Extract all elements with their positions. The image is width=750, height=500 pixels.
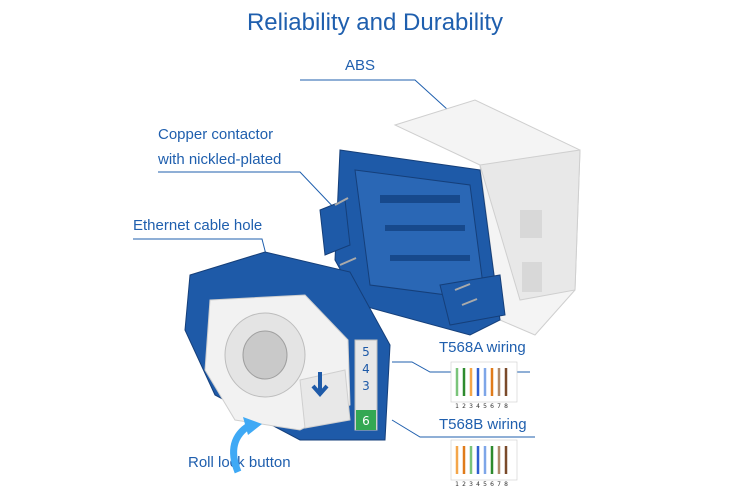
pin-number: 7: [497, 403, 501, 410]
abs-label: ABS: [345, 57, 376, 74]
copper-label-line2: with nickled-plated: [158, 151, 282, 168]
pin-number: 6: [490, 481, 494, 488]
t568b-wiring-diagram: 1 2 3 4 5 6 7 8: [450, 439, 518, 488]
blue-contact-block: [319, 149, 506, 336]
pin-number: 4: [476, 403, 480, 410]
pin-number: 2: [462, 481, 466, 488]
pin-number: 5: [483, 403, 487, 410]
page-title: Reliability and Durability: [246, 9, 504, 36]
pin-number: 6: [490, 403, 494, 410]
pin-number: 8: [504, 403, 508, 410]
pin-number: 1: [455, 403, 459, 410]
copper-label-line1: Copper contactor: [158, 126, 274, 143]
front-cap: 5 4 3 6: [184, 251, 391, 441]
pin-number: 2: [462, 403, 466, 410]
pin-number: 5: [483, 481, 487, 488]
jack-digit: 4: [362, 362, 370, 376]
t568a-wiring-diagram: 1 2 3 4 5 6 7 8: [450, 361, 518, 410]
t568b-label: T568B wiring: [439, 416, 527, 433]
pin-number: 3: [469, 481, 473, 488]
pin-number: 7: [497, 481, 501, 488]
pin-number: 1: [455, 481, 459, 488]
t568a-label: T568A wiring: [439, 339, 526, 356]
pin-number: 4: [476, 481, 480, 488]
arrow-down-icon: [311, 372, 329, 398]
pin-number: 3: [469, 403, 473, 410]
ethernet-hole-label: Ethernet cable hole: [133, 217, 263, 234]
abs-housing: [393, 99, 581, 336]
jack-digit: 6: [362, 414, 370, 428]
jack-digit: 5: [362, 345, 370, 359]
roll-arrow-icon: [230, 417, 262, 474]
pin-number: 8: [504, 481, 508, 488]
jack-digit: 3: [362, 379, 370, 393]
roll-lock-label: Roll lock button: [188, 454, 291, 471]
copper-pins: [334, 197, 478, 306]
copper-callout-line: [158, 171, 339, 213]
t568b-callout-line: [391, 419, 535, 438]
